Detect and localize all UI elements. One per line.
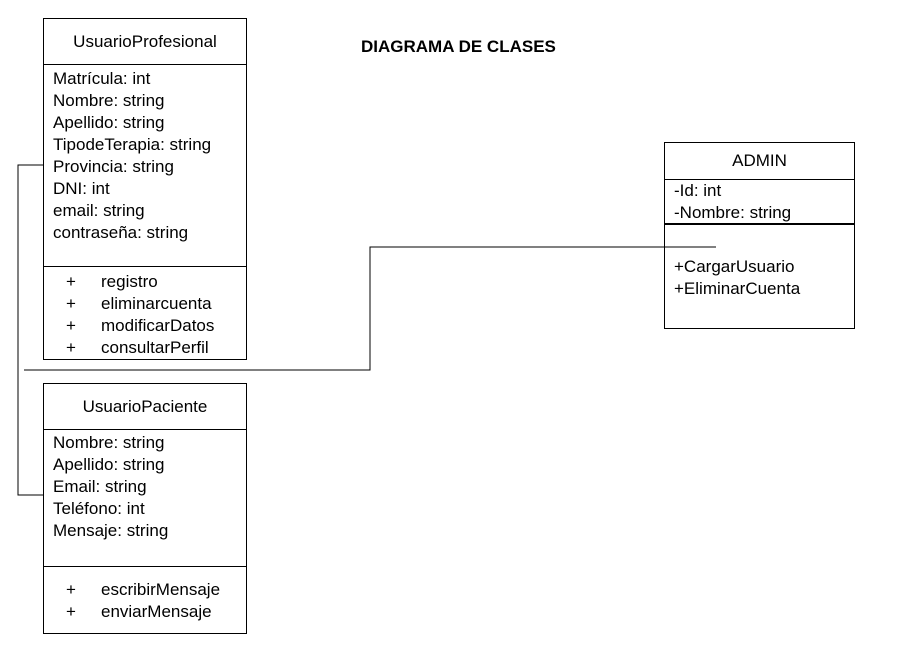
method-visibility: +: [66, 580, 76, 599]
method-name: consultarPerfil: [101, 338, 209, 357]
attribute: Apellido: string: [53, 455, 165, 474]
method-visibility: +: [66, 338, 76, 357]
method: +EliminarCuenta: [674, 279, 801, 298]
attribute: DNI: int: [53, 179, 110, 198]
methods-section: + escribirMensaje + enviarMensaje: [44, 567, 246, 623]
attribute: -Nombre: string: [674, 203, 792, 222]
attribute: Email: string: [53, 477, 147, 496]
method: + consultarPerfil: [44, 337, 246, 359]
attribute: Mensaje: string: [53, 521, 169, 540]
attribute: Matrícula: int: [53, 69, 151, 88]
class-usuario-paciente[interactable]: UsuarioPaciente Nombre: string Apellido:…: [43, 383, 247, 634]
attribute: Nombre: string: [53, 91, 165, 110]
method: + escribirMensaje: [44, 579, 246, 601]
attribute: Nombre: string: [53, 433, 165, 452]
method-name: enviarMensaje: [101, 602, 212, 621]
diagram-title: DIAGRAMA DE CLASES: [361, 37, 556, 56]
attribute: contraseña: string: [53, 223, 189, 242]
method-visibility: +: [66, 316, 76, 335]
attribute: -Id: int: [674, 181, 722, 200]
method-visibility: +: [66, 272, 76, 291]
attributes-section: -Id: int -Nombre: string: [665, 180, 854, 225]
method: + enviarMensaje: [44, 601, 246, 623]
attributes-section: Matrícula: int Nombre: string Apellido: …: [44, 65, 246, 267]
class-name: ADMIN: [665, 143, 854, 180]
attribute: email: string: [53, 201, 145, 220]
methods-section: + registro + eliminarcuenta + modificarD…: [44, 267, 246, 359]
method: + registro: [44, 271, 246, 293]
method-visibility: +: [66, 602, 76, 621]
method: + eliminarcuenta: [44, 293, 246, 315]
class-name: UsuarioPaciente: [44, 384, 246, 430]
class-admin[interactable]: ADMIN -Id: int -Nombre: string +CargarUs…: [664, 142, 855, 329]
method: +CargarUsuario: [674, 257, 795, 276]
attributes-section: Nombre: string Apellido: string Email: s…: [44, 430, 246, 567]
method-name: modificarDatos: [101, 316, 215, 335]
method: + modificarDatos: [44, 315, 246, 337]
method-visibility: +: [66, 294, 76, 313]
method-name: eliminarcuenta: [101, 294, 212, 313]
method-name: escribirMensaje: [101, 580, 221, 599]
attribute: Apellido: string: [53, 113, 165, 132]
class-usuario-profesional[interactable]: UsuarioProfesional Matrícula: int Nombre…: [43, 18, 247, 360]
attribute: TipodeTerapia: string: [53, 135, 212, 154]
methods-section: +CargarUsuario +EliminarCuenta: [665, 225, 854, 300]
method-name: registro: [101, 272, 158, 291]
class-name: UsuarioProfesional: [44, 19, 246, 65]
connector-profesional-paciente: [17, 164, 43, 496]
attribute: Teléfono: int: [53, 499, 145, 518]
attribute: Provincia: string: [53, 157, 174, 176]
